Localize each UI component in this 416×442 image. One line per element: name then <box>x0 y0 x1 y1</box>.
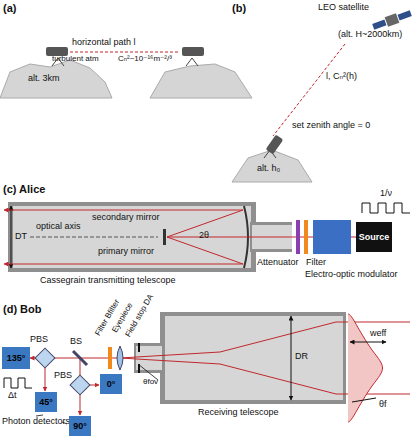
label: Electro-optic modulator <box>305 270 398 280</box>
node-text: 90° <box>73 421 87 431</box>
label: alt. 3km <box>28 74 60 84</box>
node-text: 0° <box>107 379 116 389</box>
label: primary mirror <box>98 247 154 257</box>
source-box: Source <box>356 222 392 252</box>
label: (c) Alice <box>3 183 45 195</box>
label: 1/ν <box>380 189 392 199</box>
label: (d) Bob <box>3 303 41 315</box>
label: Filter <box>306 258 326 268</box>
label: Receiving telescope <box>198 408 279 418</box>
label: Attenuator <box>257 258 299 268</box>
label: DT <box>15 232 27 242</box>
label: PBS <box>54 371 72 381</box>
label: secondary mirror <box>92 213 160 223</box>
label: (alt. H~2000km) <box>338 30 402 40</box>
node-text: Source <box>359 232 390 242</box>
label: (b) <box>232 2 246 14</box>
label: 2θ <box>199 231 209 241</box>
label: PBS <box>30 335 48 345</box>
photon-detector: 135° <box>2 347 30 369</box>
telescope <box>182 47 204 66</box>
label: weff <box>370 329 386 339</box>
label: DR <box>295 352 308 362</box>
photon-detector: 0° <box>100 374 122 394</box>
photon-detector: 45° <box>35 392 57 412</box>
label: turbulent atm <box>52 55 99 64</box>
label: Δt <box>8 391 17 401</box>
label: LEO satellite <box>318 3 369 13</box>
label: alt. h₀ <box>257 164 280 174</box>
label: Photon detectors <box>2 417 70 427</box>
satellite <box>371 8 412 31</box>
photon-detector: 90° <box>69 416 91 436</box>
label: horizontal path l <box>72 38 136 48</box>
label: θfov <box>143 378 158 387</box>
label: θf <box>379 400 387 410</box>
node-text: 135° <box>7 353 26 363</box>
label: (a) <box>3 2 16 14</box>
label: l, Cₙ²(h) <box>326 72 357 82</box>
node-text: 45° <box>39 397 53 407</box>
label: set zenith angle = 0 <box>292 121 370 131</box>
label: Cₙ²~10⁻¹⁶m⁻²/³ <box>118 55 172 64</box>
label: optical axis <box>36 222 81 232</box>
label: BS <box>70 337 82 347</box>
label: Cassegrain transmitting telescope <box>40 276 176 286</box>
